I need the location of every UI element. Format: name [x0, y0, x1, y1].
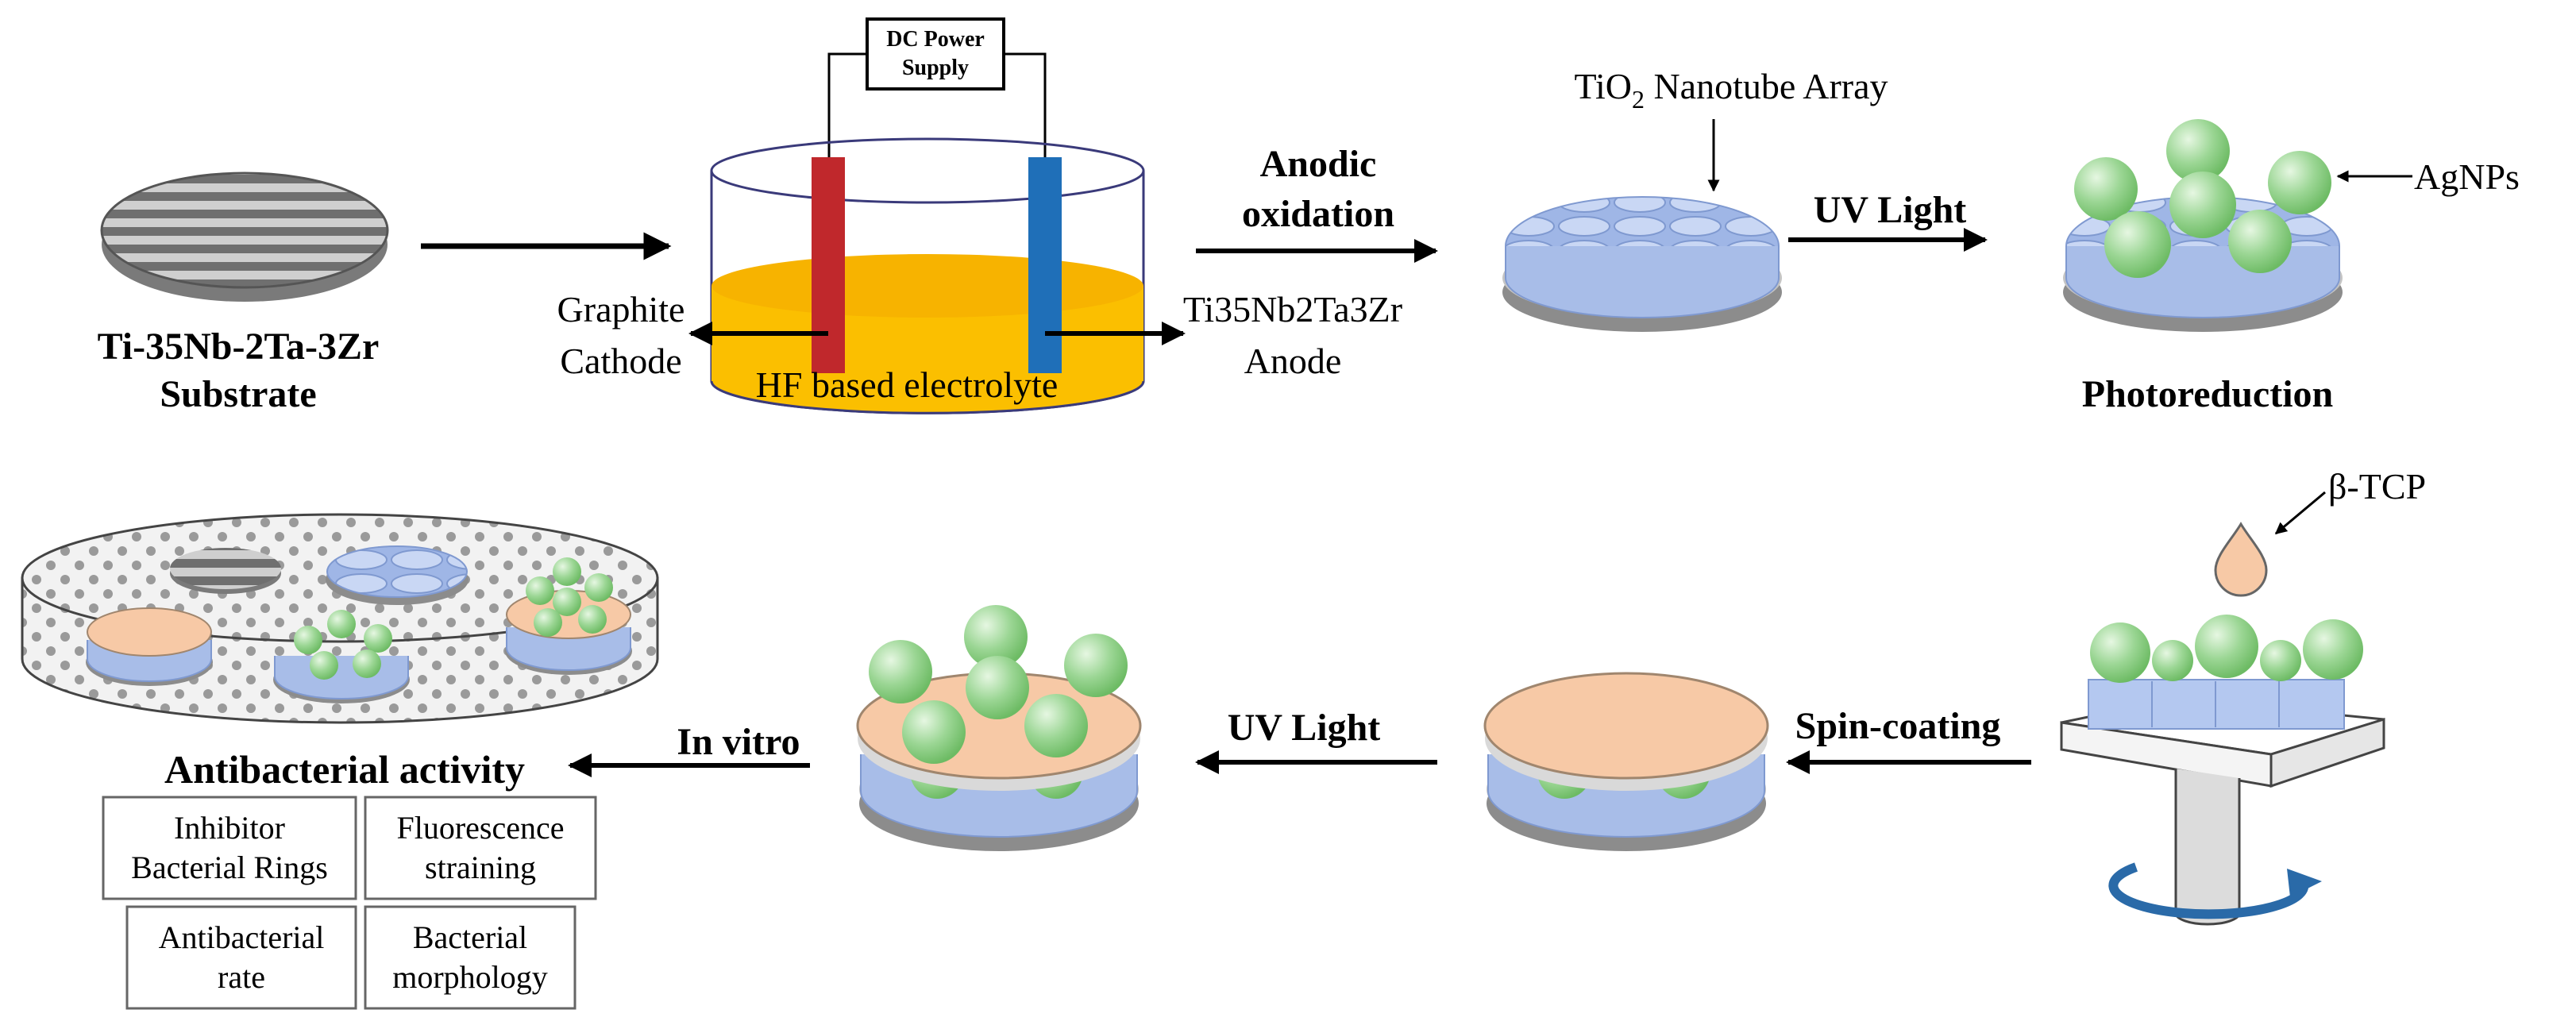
anodic-label-line2: oxidation — [1242, 193, 1394, 235]
power-supply-line2: Supply — [902, 56, 969, 80]
power-supply-line1: DC Power — [886, 27, 985, 52]
dish-sample-composite — [505, 557, 632, 675]
photoreduction-label: Photoreduction — [2082, 373, 2333, 415]
btcp-droplet — [2214, 522, 2268, 597]
assay-2-line2: straining — [425, 850, 536, 885]
assay-1-line2: Bacterial Rings — [131, 850, 328, 885]
btcp-pointer-arrow — [2274, 491, 2326, 535]
antibacterial-title: Antibacterial activity — [164, 747, 525, 792]
dish-sample-agnp — [273, 610, 410, 703]
uv-light-label-2: UV Light — [1228, 707, 1381, 749]
btcp-coated-disk — [1483, 672, 1769, 851]
anodic-label-line1: Anodic — [1260, 143, 1377, 185]
uv-light-label-1: UV Light — [1814, 189, 1967, 231]
spin-coater — [2060, 697, 2385, 926]
assay-4-line1: Bacterial — [413, 919, 527, 955]
anode-label-line2: Anode — [1244, 341, 1342, 381]
assay-box-1 — [102, 796, 357, 900]
composite-disk — [856, 605, 1142, 851]
dish-sample-nanotube — [326, 545, 469, 605]
substrate-disk — [100, 172, 389, 302]
nanotube-label: TiO2 Nanotube Array — [1574, 66, 1888, 114]
cathode-label-line1: Graphite — [557, 289, 685, 330]
anode-label-line1: Ti35Nb2Ta3Zr — [1183, 289, 1402, 330]
substrate-label-line2: Substrate — [160, 373, 316, 415]
assay-2-line1: Fluorescence — [396, 810, 564, 846]
substrate-label-line1: Ti-35Nb-2Ta-3Zr — [98, 326, 380, 368]
assay-4-line2: morphology — [392, 959, 548, 995]
assay-box-2 — [364, 796, 597, 900]
assay-3-line2: rate — [218, 959, 265, 995]
electrolyte-label: HF based electrolyte — [756, 364, 1059, 405]
assay-box-3 — [125, 905, 357, 1010]
nanotube-array-disk — [1502, 196, 1782, 332]
cathode-electrode — [812, 157, 845, 373]
spin-coater-sample — [2088, 615, 2363, 730]
wire-cathode — [827, 52, 867, 159]
btcp-label: β-TCP — [2328, 466, 2426, 507]
assay-1-line1: Inhibitor — [174, 810, 285, 846]
agnps-label: AgNPs — [2414, 156, 2520, 197]
spin-coating-label: Spin-coating — [1795, 705, 2001, 747]
assay-box-4 — [364, 905, 577, 1010]
assay-3-line1: Antibacterial — [159, 919, 325, 955]
anode-electrode — [1028, 157, 1062, 373]
dish-sample-btcp — [86, 607, 213, 686]
in-vitro-label: In vitro — [677, 721, 800, 763]
cathode-label-line2: Cathode — [560, 341, 681, 381]
agnp-particles-top — [2074, 119, 2331, 278]
wire-anode — [1004, 52, 1047, 159]
dish-sample-substrate — [170, 548, 281, 594]
